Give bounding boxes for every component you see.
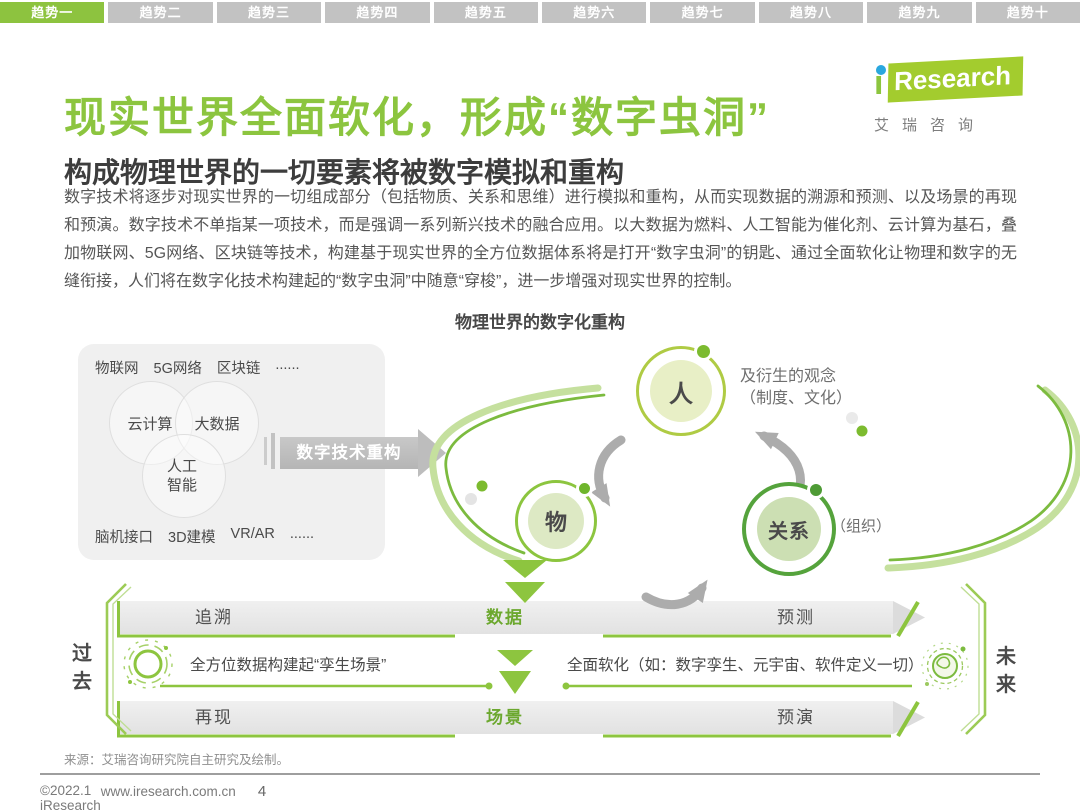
- person-note-line2: （制度、文化）: [740, 390, 853, 407]
- recon-arrow-bar-large: [271, 433, 275, 469]
- venn-label-bigdata: 大数据: [194, 416, 240, 433]
- tech-item-iot: 物联网: [95, 361, 139, 377]
- past-label: 过去: [72, 643, 92, 693]
- tech-item-blockchain: 区块链: [216, 361, 261, 377]
- copyright-text: ©2022.1 iResearch Inc: [40, 783, 101, 810]
- tab-trend-3[interactable]: 趋势三: [216, 2, 322, 23]
- venn-circle-ai: [142, 434, 226, 518]
- venn-label-cloud: 云计算: [127, 416, 173, 433]
- tech-item-vrar: VR/AR: [230, 526, 275, 542]
- tech-item-5g: 5G网络: [153, 361, 202, 377]
- recon-arrow-head-icon: [418, 429, 446, 477]
- trace-label: 追溯: [195, 608, 233, 627]
- tech-item-ellipsis-top: ......: [275, 357, 300, 373]
- tab-trend-4[interactable]: 趋势四: [325, 2, 430, 23]
- website-link[interactable]: www.iresearch.com.cn: [100, 784, 236, 799]
- globe-orbit-icon: [921, 642, 969, 690]
- person-note-line1: 及衍生的观念: [740, 368, 837, 385]
- recon-arrow-bar-small: [264, 437, 267, 465]
- tech-item-3d: 3D建模: [168, 530, 216, 546]
- bar2-arrowhead-icon: [893, 701, 925, 734]
- tech-row-bottom: 脑机接口 3D建模 VR/AR ......: [95, 526, 314, 547]
- logo-wordmark: i Research: [874, 56, 1024, 106]
- trend-tabbar: 趋势一 趋势二 趋势三 趋势四 趋势五 趋势六 趋势七 趋势八 趋势九 趋势十: [0, 2, 1080, 23]
- thing-ring-dot-icon: [576, 480, 593, 497]
- intro-paragraph: 数字技术将逐步对现实世界的一切组成部分（包括物质、关系和思维）进行模拟和重构，从…: [64, 189, 1017, 290]
- tab-trend-7[interactable]: 趋势七: [650, 2, 755, 23]
- tab-trend-9[interactable]: 趋势九: [867, 2, 972, 23]
- person-ring-dot-icon: [694, 342, 713, 361]
- logo-i-letter: i: [874, 64, 887, 102]
- node-relation-label: 关系: [757, 497, 821, 561]
- softening-text: 全面软化（如：数字孪生、元宇宙、软件定义一切）: [567, 657, 924, 674]
- bar1-arrowhead-icon: [893, 601, 925, 634]
- tab-trend-6[interactable]: 趋势六: [542, 2, 647, 23]
- future-bracket-icon: [960, 583, 987, 735]
- iresearch-logo: i Research 艾瑞咨询: [874, 56, 1024, 135]
- tab-trend-8[interactable]: 趋势八: [758, 2, 864, 23]
- tech-item-ellipsis-bottom: ......: [289, 526, 315, 542]
- tab-trend-1[interactable]: 趋势一: [0, 2, 105, 23]
- data-label: 数据: [486, 608, 524, 627]
- page-number: 4: [257, 783, 1080, 810]
- relation-ring-dot-icon: [807, 481, 825, 499]
- predict-label: 预测: [777, 608, 815, 627]
- footer: ©2022.1 iResearch Inc www.iresearch.com.…: [40, 783, 1080, 810]
- person-note: 及衍生的观念 （制度、文化）: [740, 366, 852, 410]
- footer-divider: [40, 773, 1040, 775]
- scene-label: 场景: [486, 708, 524, 727]
- venn-label-ai: 人工智能: [166, 458, 197, 494]
- tab-trend-2[interactable]: 趋势二: [108, 2, 213, 23]
- diagram-title: 物理世界的数字化重构: [455, 313, 625, 332]
- node-thing-label: 物: [528, 493, 584, 549]
- recon-arrow-label: 数字技术重构: [280, 437, 418, 469]
- spiral-rings-icon: [123, 639, 173, 689]
- page-title: 现实世界全面软化，形成“数字虫洞”: [64, 94, 771, 142]
- logo-chinese-name: 艾瑞咨询: [874, 117, 987, 134]
- scene-timeline-bar: 再现 场景 预演: [117, 701, 893, 734]
- preview-label: 预演: [777, 708, 815, 727]
- future-label: 未来: [996, 646, 1016, 696]
- data-timeline-bar: 追溯 数据 预测: [117, 601, 893, 634]
- twin-scene-text: 全方位数据构建起“孪生场景”: [190, 657, 387, 674]
- node-person: 人: [636, 346, 726, 436]
- logo-banner: Research: [887, 56, 1024, 103]
- tab-trend-10[interactable]: 趋势十: [975, 2, 1080, 23]
- node-person-label: 人: [650, 360, 712, 422]
- tech-row-top: 物联网 5G网络 区块链 ......: [95, 357, 300, 378]
- tab-trend-5[interactable]: 趋势五: [433, 2, 539, 23]
- reproduce-label: 再现: [195, 708, 233, 727]
- source-note: 来源：艾瑞咨询研究院自主研究及绘制。: [64, 753, 290, 767]
- relation-note: （组织）: [831, 518, 892, 535]
- tech-item-bci: 脑机接口: [95, 530, 153, 546]
- page-subtitle: 构成物理世界的一切要素将被数字模拟和重构: [64, 157, 625, 189]
